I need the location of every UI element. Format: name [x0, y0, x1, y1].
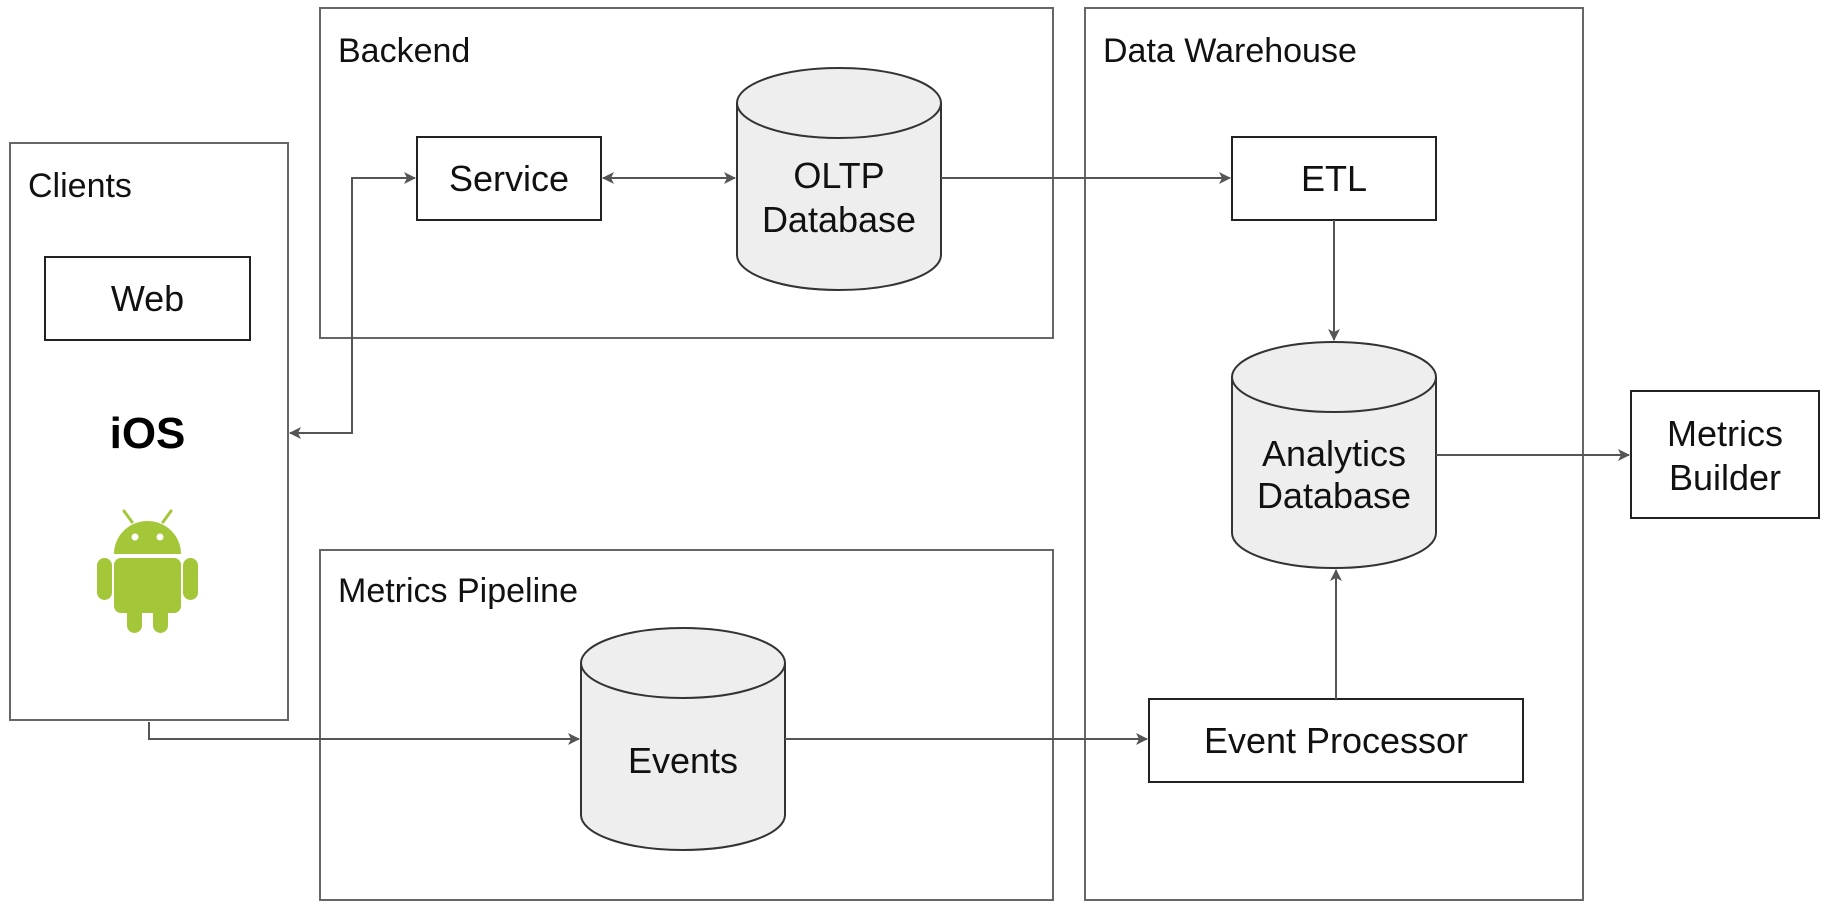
web-node-label: Web	[111, 278, 184, 319]
service-node-label: Service	[449, 158, 569, 199]
oltp-database-label-line1: OLTP	[793, 155, 884, 196]
event-processor-node: Event Processor	[1148, 698, 1524, 783]
analytics-database-label-line2: Database	[1257, 475, 1411, 516]
clients-group: Clients	[9, 142, 289, 721]
backend-group-label: Backend	[338, 32, 470, 70]
etl-node-label: ETL	[1301, 158, 1367, 199]
metrics-builder-label-line2: Builder	[1669, 457, 1781, 498]
data-warehouse-group-label: Data Warehouse	[1103, 32, 1357, 70]
clients-service-connector	[289, 172, 416, 439]
web-node: Web	[44, 256, 251, 341]
metrics-builder-node: Metrics Builder	[1630, 390, 1820, 519]
analytics-database-label-line1: Analytics	[1262, 433, 1406, 474]
event-processor-node-label: Event Processor	[1204, 720, 1468, 761]
events-database-node: Events	[580, 627, 786, 851]
android-icon	[97, 509, 198, 633]
etl-node: ETL	[1231, 136, 1437, 221]
service-node: Service	[416, 136, 602, 221]
oltp-database-node: OLTP Database	[736, 67, 942, 291]
ios-label: iOS	[110, 409, 186, 458]
clients-events-connector	[148, 722, 580, 745]
oltp-database-label-line2: Database	[762, 199, 916, 240]
metrics-pipeline-group-label: Metrics Pipeline	[338, 572, 578, 610]
events-database-label: Events	[628, 740, 738, 781]
clients-group-label: Clients	[28, 167, 132, 205]
analytics-database-node: Analytics Database	[1231, 341, 1437, 569]
metrics-builder-label-line1: Metrics	[1667, 413, 1783, 454]
